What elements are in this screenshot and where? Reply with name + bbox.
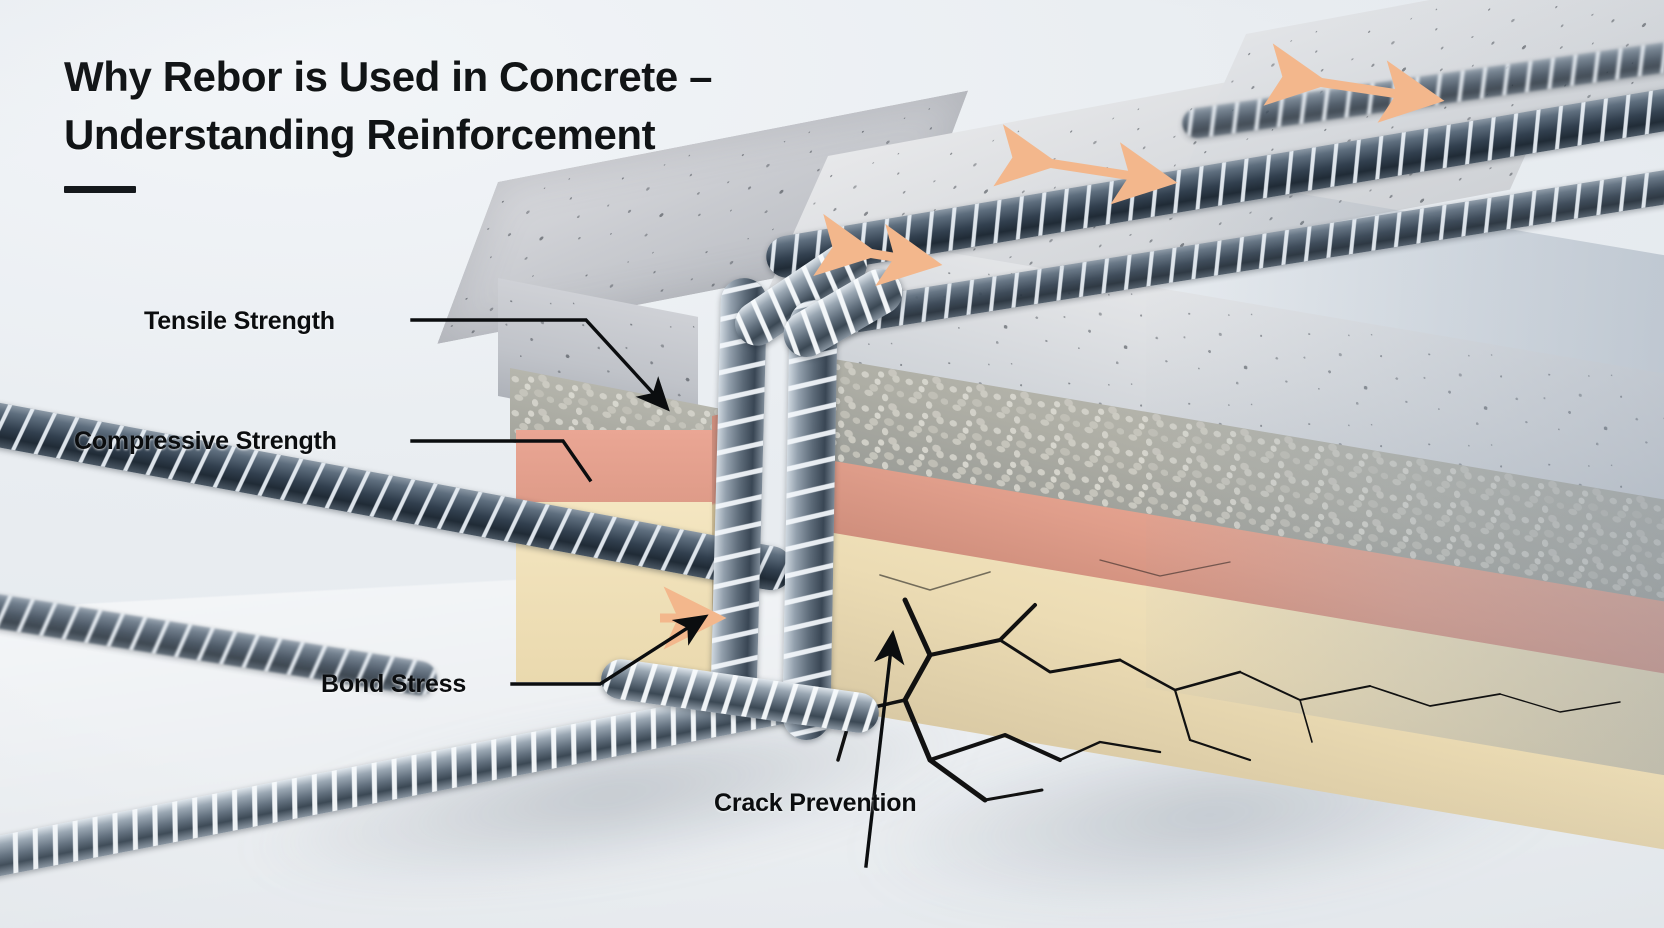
title-underline-rule xyxy=(64,185,136,193)
title-block: Why Rebor is Used in Concrete – Understa… xyxy=(64,48,712,193)
rebar-stirrup-right xyxy=(782,299,838,741)
callout-label-compressive-strength: Compressive Strength xyxy=(74,427,337,455)
page-title: Why Rebor is Used in Concrete – Understa… xyxy=(64,53,713,158)
callout-label-crack-prevention: Crack Prevention xyxy=(714,789,917,817)
callout-label-bond-stress: Bond Stress xyxy=(321,670,467,698)
callout-label-tensile-strength: Tensile Strength xyxy=(144,307,335,335)
salmon-layer-left xyxy=(516,430,716,504)
